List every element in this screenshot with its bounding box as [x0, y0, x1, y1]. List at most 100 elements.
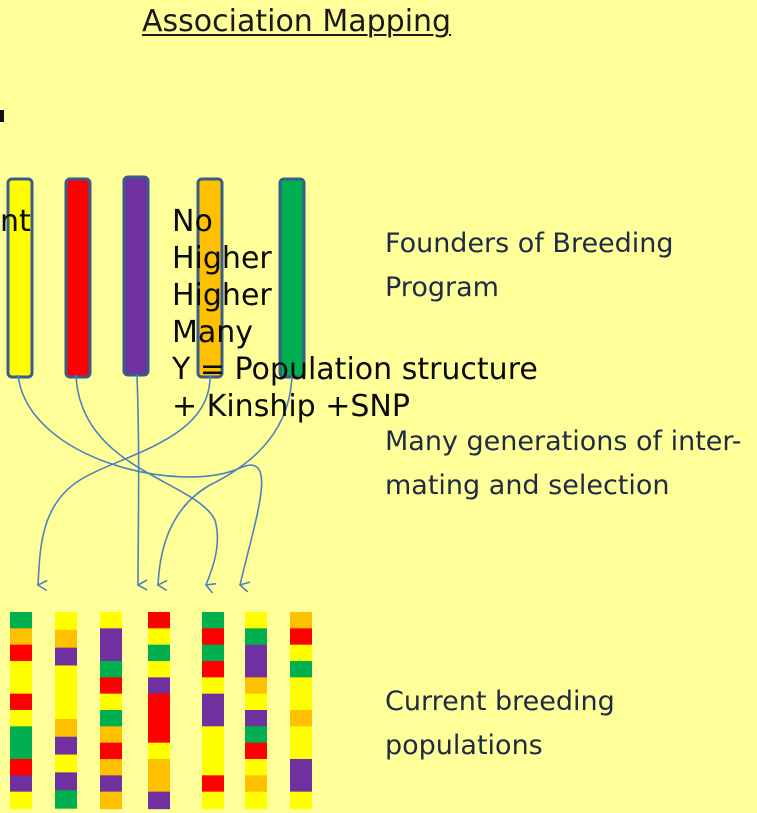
offspring-chromosome	[100, 612, 122, 809]
segment-orange	[100, 759, 122, 777]
segment-purple	[55, 648, 77, 667]
segment-purple	[148, 677, 170, 695]
segment-orange	[245, 677, 267, 695]
segment-purple	[100, 645, 122, 663]
offspring-chromosome	[10, 612, 32, 809]
segment-yellow	[202, 759, 224, 777]
segment-yellow	[245, 792, 267, 810]
segment-green	[100, 661, 122, 679]
overlay-line-6: + Kinship +SNP	[172, 388, 410, 425]
segment-red	[148, 612, 170, 630]
segment-yellow	[55, 701, 77, 720]
offspring-chromosome	[290, 612, 312, 809]
segment-yellow	[202, 743, 224, 761]
segment-red	[202, 775, 224, 793]
segment-yellow	[290, 677, 312, 695]
segment-yellow	[100, 612, 122, 630]
segment-yellow	[55, 755, 77, 774]
segment-yellow	[55, 665, 77, 684]
segment-green	[290, 661, 312, 679]
segment-red	[10, 759, 32, 777]
segment-yellow	[290, 743, 312, 761]
segment-green	[202, 612, 224, 630]
label-generations: Many generations of inter-mating and sel…	[385, 420, 755, 508]
segment-red	[100, 677, 122, 695]
segment-yellow	[245, 759, 267, 777]
segment-yellow	[202, 792, 224, 810]
segment-red	[245, 743, 267, 761]
segment-orange	[290, 612, 312, 630]
segment-yellow	[148, 628, 170, 646]
offspring-chromosome	[148, 612, 170, 809]
segment-purple	[290, 759, 312, 777]
segment-yellow	[10, 677, 32, 695]
segment-purple	[55, 772, 77, 791]
overlay-line-1: No	[172, 203, 213, 240]
overlay-line-4: Many	[172, 314, 253, 351]
segment-purple	[148, 792, 170, 810]
label-current: Current breeding populations	[385, 680, 715, 768]
arrow-purple-to-target	[137, 375, 139, 585]
segment-yellow	[202, 726, 224, 744]
segment-red	[100, 743, 122, 761]
segment-orange	[148, 775, 170, 793]
segment-green	[148, 645, 170, 663]
segment-yellow	[290, 726, 312, 744]
segment-orange	[10, 628, 32, 646]
overlay-fragment: nt	[0, 203, 31, 240]
segment-red	[10, 645, 32, 663]
segment-yellow	[290, 645, 312, 663]
segment-purple	[202, 694, 224, 712]
segment-purple	[202, 710, 224, 728]
segment-red	[148, 694, 170, 712]
segment-yellow	[202, 677, 224, 695]
segment-yellow	[245, 612, 267, 630]
segment-green	[100, 710, 122, 728]
segment-purple	[100, 775, 122, 793]
segment-red	[202, 628, 224, 646]
segment-purple	[245, 710, 267, 728]
segment-orange	[148, 759, 170, 777]
founder-chromosome-purple	[124, 177, 148, 375]
segment-orange	[100, 726, 122, 744]
segment-yellow	[10, 710, 32, 728]
overlay-line-5: Y = Population structure	[172, 351, 538, 388]
segment-green	[245, 628, 267, 646]
label-founders: Founders of Breeding Program	[385, 222, 755, 310]
segment-purple	[245, 661, 267, 679]
segment-green	[55, 790, 77, 809]
segment-orange	[100, 792, 122, 810]
segment-green	[10, 726, 32, 744]
overlay-line-3: Higher	[172, 277, 272, 314]
segment-yellow	[10, 792, 32, 810]
segment-yellow	[290, 694, 312, 712]
offspring-chromosome	[55, 612, 77, 809]
founder-chromosome-red	[66, 179, 90, 377]
segment-yellow	[55, 683, 77, 702]
segment-yellow	[55, 612, 77, 631]
segment-green	[202, 645, 224, 663]
segment-purple	[100, 628, 122, 646]
segment-green	[10, 612, 32, 630]
segment-yellow	[290, 792, 312, 810]
segment-red	[148, 710, 170, 728]
founder-chromosome-green	[280, 179, 304, 377]
segment-purple	[290, 775, 312, 793]
segment-green	[245, 726, 267, 744]
segment-orange	[55, 719, 77, 738]
overlay-line-2: Higher	[172, 240, 272, 277]
segment-yellow	[148, 661, 170, 679]
segment-red	[290, 628, 312, 646]
offspring-chromosomes	[10, 612, 312, 809]
offspring-chromosome	[245, 612, 267, 809]
segment-red	[148, 726, 170, 744]
segment-orange	[55, 630, 77, 649]
segment-orange	[245, 775, 267, 793]
segment-purple	[55, 737, 77, 756]
segment-purple	[10, 775, 32, 793]
segment-yellow	[148, 743, 170, 761]
segment-yellow	[10, 661, 32, 679]
segment-yellow	[100, 694, 122, 712]
segment-green	[10, 743, 32, 761]
segment-red	[10, 694, 32, 712]
